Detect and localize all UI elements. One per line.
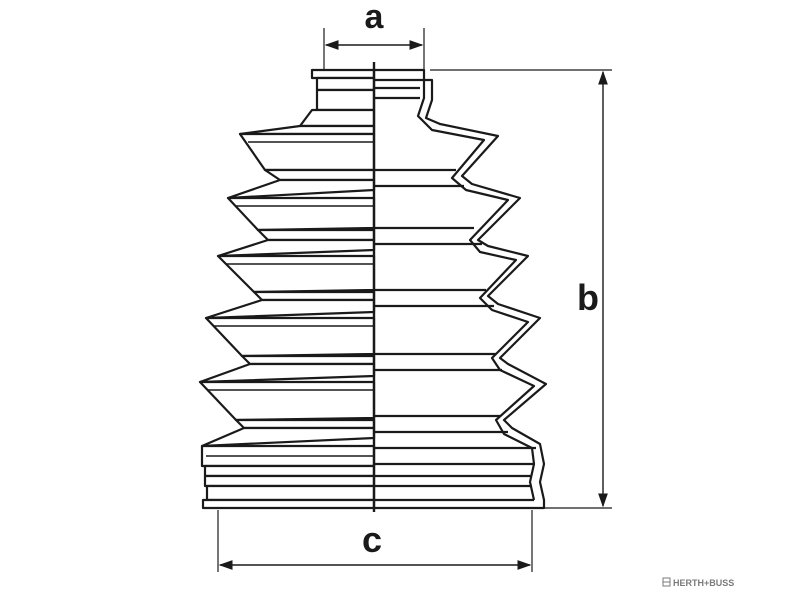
watermark-text: HERTH+BUSS [673, 578, 734, 588]
dimension-arrows [218, 40, 608, 570]
boot-fold-grooves [206, 141, 374, 457]
dimension-a-label: a [365, 0, 385, 36]
boot-exterior-half [198, 68, 376, 510]
boot-section-half [374, 68, 548, 510]
dimension-c-label: c [362, 519, 382, 560]
extension-lines [217, 28, 612, 572]
herth-buss-watermark: HERTH+BUSS [662, 577, 734, 588]
dimension-b-label: b [577, 277, 599, 318]
herth-buss-logo-icon [662, 577, 671, 587]
